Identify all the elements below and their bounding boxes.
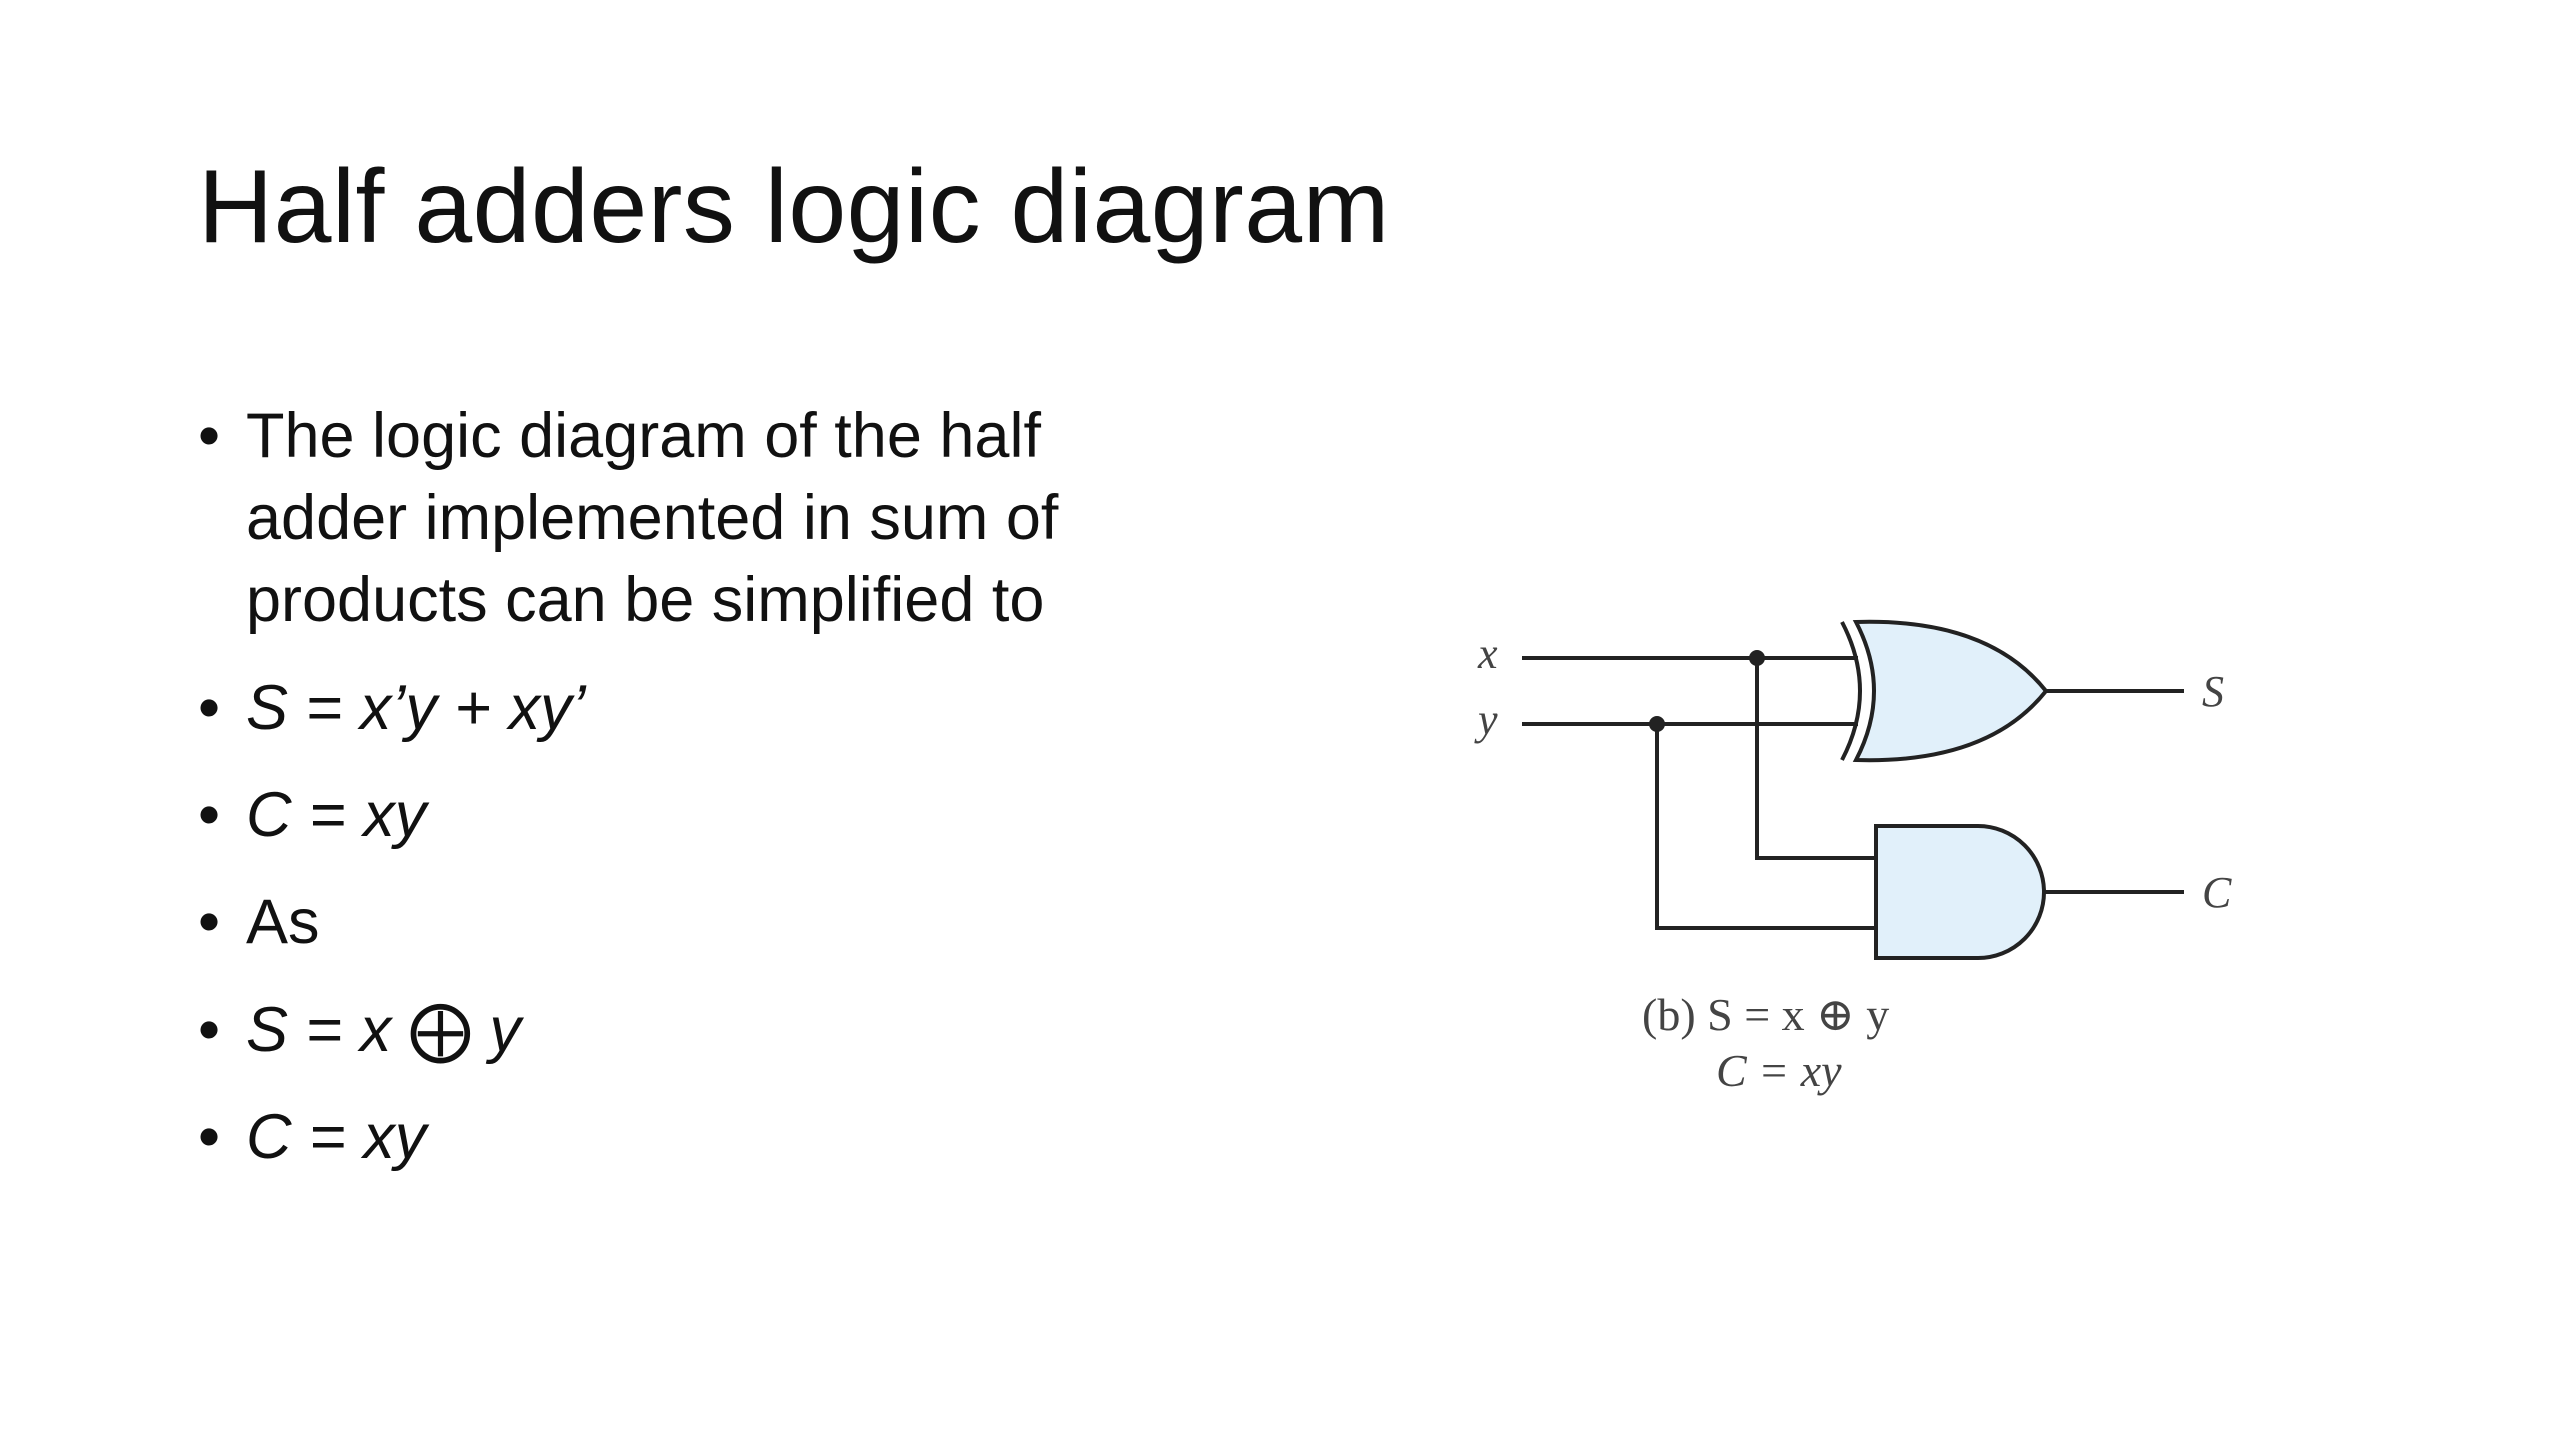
bullet-carry-2: C = xy bbox=[198, 1096, 1218, 1178]
logic-diagram-svg: x y S C bbox=[1474, 619, 2232, 1096]
output-label-c: C bbox=[2202, 868, 2232, 917]
and-gate bbox=[1874, 824, 2046, 960]
wire-x-to-and bbox=[1755, 658, 1876, 860]
half-adder-diagram: x y S C bbox=[1440, 600, 2300, 1140]
bullet-description: The logic diagram of the half adder impl… bbox=[198, 395, 1218, 641]
output-label-s: S bbox=[2202, 667, 2224, 716]
xor-gate-body bbox=[1852, 619, 2049, 763]
bullet-sum-xor: S = x ⨁ y bbox=[198, 989, 1218, 1071]
wire-y-to-and bbox=[1655, 724, 1876, 930]
bullet-sum-of-products: S = x’y + xy’ bbox=[198, 667, 1218, 749]
bullet-carry: C = xy bbox=[198, 774, 1218, 856]
bullet-as: As bbox=[198, 881, 1218, 963]
diagram-caption-line2: C = xy bbox=[1716, 1045, 1842, 1096]
xor-gate bbox=[1840, 619, 2049, 763]
bullet-list: The logic diagram of the half adder impl… bbox=[198, 395, 1218, 1203]
input-label-x: x bbox=[1477, 629, 1498, 678]
input-label-y: y bbox=[1474, 695, 1498, 744]
diagram-caption-line1: (b) S = x ⊕ y bbox=[1642, 989, 1889, 1040]
xor-gate-back-curve bbox=[1840, 621, 1862, 761]
slide-title: Half adders logic diagram bbox=[198, 149, 1390, 265]
